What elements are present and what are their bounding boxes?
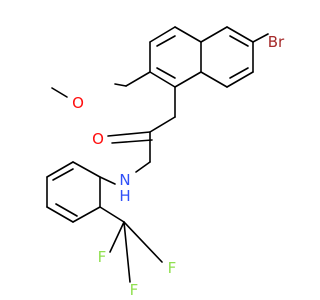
bond-line [46,161,74,178]
atom-fluorine-1: F [98,248,107,266]
bond-line [111,139,153,144]
atom-hydrogen-amide: H [119,187,130,205]
bond-line [174,71,202,88]
bond-line [149,26,176,43]
bond-line [226,26,254,43]
bond-line [123,221,131,283]
bond-line [72,206,101,223]
bond-line [156,35,176,47]
bond-line [99,206,125,223]
bond-line [125,71,151,87]
atom-bromine: Br [268,33,285,51]
bond-line [99,176,116,185]
bond-line [252,33,269,43]
bond-line [229,67,249,79]
atom-oxygen-methoxy: O [72,94,84,112]
bond-line [114,83,127,87]
bond-line [123,221,163,263]
bond-line [156,67,176,79]
bond-line [149,71,176,88]
bond-line [46,206,74,223]
bond-line [229,35,249,47]
bond-line [200,26,228,43]
atom-oxygen-carbonyl: O [92,130,104,148]
bond-line [200,71,228,88]
bond-line [55,203,78,217]
bond-line [135,161,151,173]
molecule-structure: Br O O N H F F F [46,26,286,299]
bond-lines [46,26,269,283]
bond-line [174,26,202,43]
bond-line [72,161,101,178]
bond-line [226,71,254,88]
bond-line [149,116,176,133]
atom-nitrogen-amide: N [119,171,130,189]
bond-line [52,168,74,181]
bond-line [109,221,125,253]
atom-fluorine-2: F [168,259,177,277]
bond-line [107,131,151,137]
bond-line [51,87,68,98]
atom-fluorine-3: F [130,281,139,299]
